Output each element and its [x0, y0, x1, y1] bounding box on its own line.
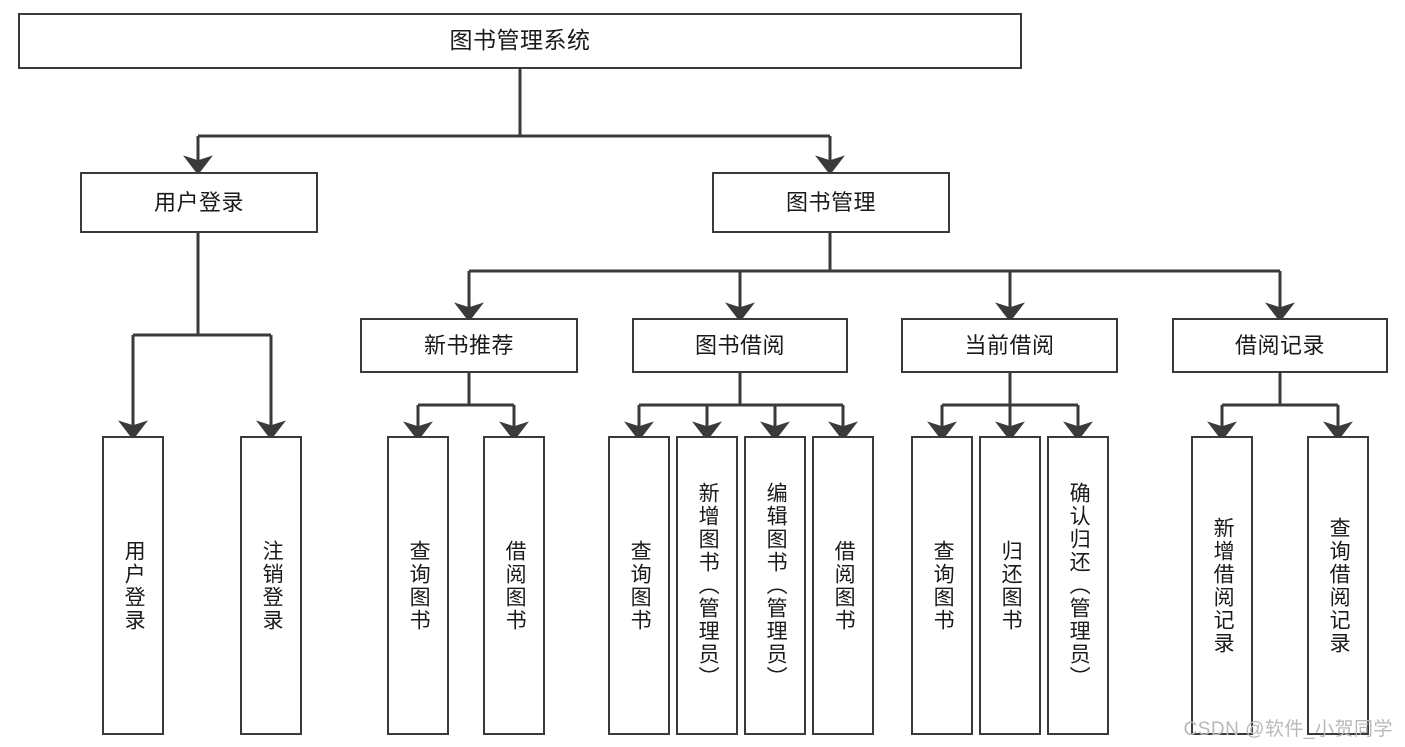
leaf-borrow-query-book-label: 查询图书 [628, 539, 652, 632]
node-book-management-label: 图书管理 [785, 189, 876, 215]
leaf-return-book-label: 归还图书 [999, 539, 1023, 632]
csdn-watermark: CSDN @软件_小贺同学 [1183, 719, 1393, 740]
leaf-add-book-admin-label: 新增图书（管理员） [696, 482, 720, 689]
leaf-return-book[interactable]: 归还图书 [979, 436, 1041, 735]
leaf-user-login[interactable]: 用户登录 [102, 436, 164, 735]
node-book-borrow-label: 图书借阅 [694, 332, 785, 358]
leaf-confirm-return-admin-label: 确认归还（管理员） [1067, 482, 1091, 689]
leaf-confirm-return-admin[interactable]: 确认归还（管理员） [1047, 436, 1109, 735]
node-book-borrow[interactable]: 图书借阅 [632, 318, 848, 373]
leaf-new-book-borrow-label: 借阅图书 [503, 539, 527, 632]
node-borrow-record-label: 借阅记录 [1234, 332, 1325, 358]
leaf-user-login-label: 用户登录 [122, 539, 146, 632]
node-root-book-management-system[interactable]: 图书管理系统 [18, 13, 1022, 69]
leaf-borrow-book[interactable]: 借阅图书 [812, 436, 874, 735]
node-new-book-recommend[interactable]: 新书推荐 [360, 318, 578, 373]
leaf-add-borrow-record-label: 新增借阅记录 [1211, 516, 1235, 655]
leaf-new-book-query[interactable]: 查询图书 [387, 436, 449, 735]
leaf-edit-book-admin[interactable]: 编辑图书（管理员） [744, 436, 806, 735]
leaf-borrow-query-book[interactable]: 查询图书 [608, 436, 670, 735]
node-current-borrow-label: 当前借阅 [964, 332, 1055, 358]
node-user-login[interactable]: 用户登录 [80, 172, 318, 233]
leaf-current-query-book[interactable]: 查询图书 [911, 436, 973, 735]
leaf-edit-book-admin-label: 编辑图书（管理员） [764, 482, 788, 689]
node-new-book-recommend-label: 新书推荐 [423, 332, 514, 358]
leaf-add-borrow-record[interactable]: 新增借阅记录 [1191, 436, 1253, 735]
leaf-logout-label: 注销登录 [260, 539, 284, 632]
node-user-login-label: 用户登录 [153, 189, 244, 215]
node-book-management[interactable]: 图书管理 [712, 172, 950, 233]
node-root-label: 图书管理系统 [449, 27, 591, 54]
leaf-logout[interactable]: 注销登录 [240, 436, 302, 735]
leaf-new-book-borrow[interactable]: 借阅图书 [483, 436, 545, 735]
leaf-add-book-admin[interactable]: 新增图书（管理员） [676, 436, 738, 735]
node-borrow-record[interactable]: 借阅记录 [1172, 318, 1388, 373]
leaf-current-query-book-label: 查询图书 [931, 539, 955, 632]
leaf-borrow-book-label: 借阅图书 [832, 539, 856, 632]
leaf-query-borrow-record[interactable]: 查询借阅记录 [1307, 436, 1369, 735]
node-current-borrow[interactable]: 当前借阅 [901, 318, 1118, 373]
leaf-new-book-query-label: 查询图书 [407, 539, 431, 632]
leaf-query-borrow-record-label: 查询借阅记录 [1327, 516, 1351, 655]
